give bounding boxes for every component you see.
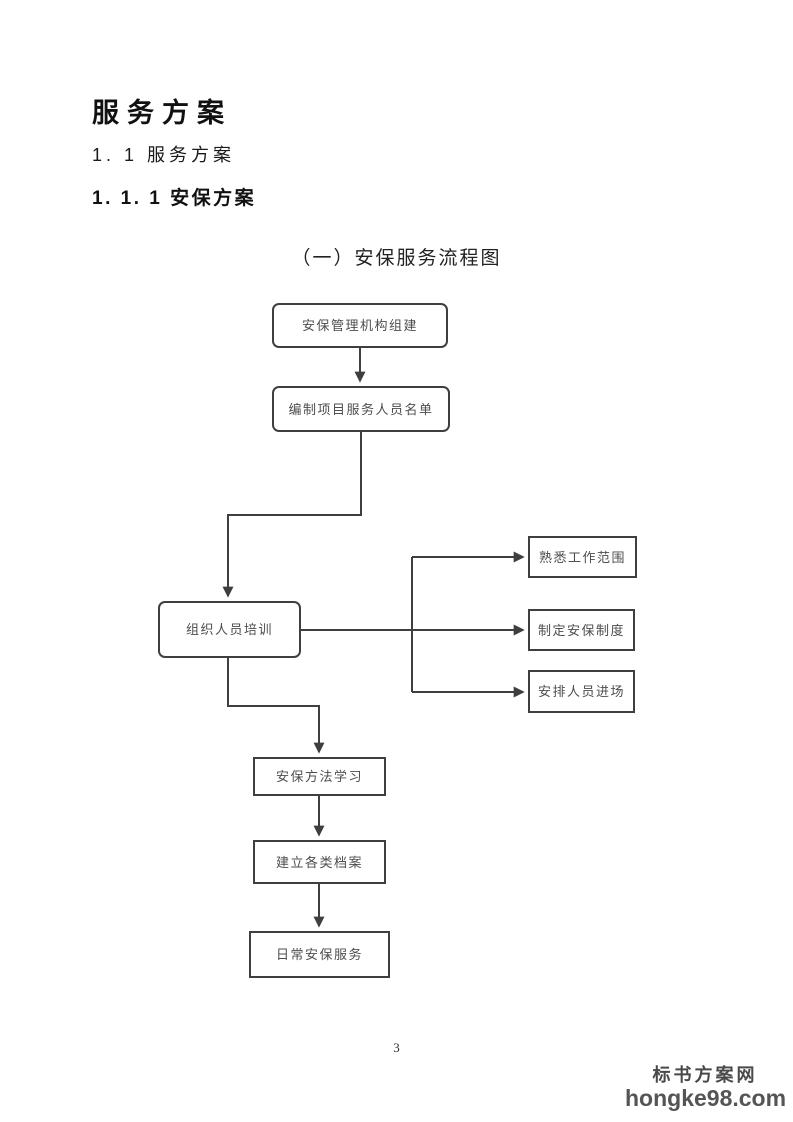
flow-node-personnel-training: 组织人员培训	[158, 601, 301, 658]
site-watermark: 标书方案网 hongke98.com	[625, 1065, 787, 1111]
connector-roster-to-training	[222, 432, 362, 598]
flow-node-know-work-scope: 熟悉工作范围	[528, 536, 637, 578]
flow-node-security-method-study: 安保方法学习	[253, 757, 386, 796]
flow-node-daily-security: 日常安保服务	[249, 931, 390, 978]
watermark-site-url: hongke98.com	[625, 1084, 787, 1111]
watermark-site-name: 标书方案网	[652, 1065, 758, 1085]
connector-training-to-method	[227, 658, 325, 754]
page-number: 3	[393, 1040, 400, 1055]
page-title: 服务方案	[92, 98, 232, 128]
section-heading-1-1-1: 1. 1. 1 安保方案	[92, 188, 257, 209]
flow-node-make-security-rules: 制定安保制度	[528, 609, 635, 651]
flowchart-title: （一）安保服务流程图	[291, 248, 502, 269]
section-heading-1-1: 1. 1 服务方案	[92, 145, 236, 165]
flow-node-build-archives: 建立各类档案	[253, 840, 386, 884]
flow-node-security-org-setup: 安保管理机构组建	[272, 303, 448, 348]
flow-node-staff-roster: 编制项目服务人员名单	[272, 386, 450, 432]
flow-node-arrange-staff-entry: 安排人员进场	[528, 670, 635, 713]
